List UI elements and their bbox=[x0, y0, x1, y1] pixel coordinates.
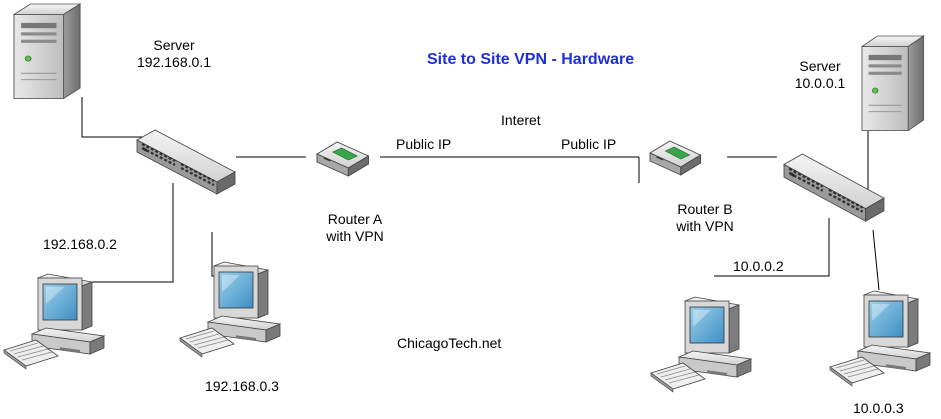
server-b-icon bbox=[861, 35, 925, 132]
link-switch-a-pc1 bbox=[90, 183, 174, 283]
diagram-title: Site to Site VPN - Hardware bbox=[427, 51, 635, 68]
link-switch-b-pc1 bbox=[714, 218, 830, 277]
connection-lines bbox=[81, 97, 880, 291]
workstation-b2-icon bbox=[829, 290, 931, 387]
switch-b-icon bbox=[782, 152, 886, 223]
pc-a1-ip: 192.168.0.2 bbox=[43, 236, 117, 252]
server-b-label: Server 10.0.0.1 bbox=[778, 58, 862, 92]
router-b-icon bbox=[649, 140, 702, 176]
link-server-a-switch-a bbox=[81, 97, 145, 138]
server-a-name: Server bbox=[153, 37, 195, 53]
server-a-ip: 192.168.0.1 bbox=[137, 54, 211, 70]
switch-a-icon bbox=[135, 128, 237, 196]
router-a-vpn: with VPN bbox=[326, 228, 384, 244]
router-a-icon bbox=[316, 141, 370, 177]
router-b-name: Router B bbox=[677, 201, 733, 217]
server-b-ip: 10.0.0.1 bbox=[794, 75, 846, 91]
router-a-name: Router A bbox=[327, 211, 383, 227]
workstation-a1-icon bbox=[3, 273, 105, 370]
link-switch-b-pc2 bbox=[872, 229, 880, 291]
pc-b2-ip: 10.0.0.3 bbox=[853, 400, 904, 416]
internet-label: Interet bbox=[501, 112, 541, 128]
public-ip-b-label: Public IP bbox=[561, 136, 617, 152]
pc-b1-ip: 10.0.0.2 bbox=[733, 258, 784, 274]
server-b-name: Server bbox=[799, 58, 841, 74]
router-b-label: Router B with VPN bbox=[660, 201, 750, 235]
public-ip-a-label: Public IP bbox=[396, 136, 452, 152]
server-a-icon bbox=[13, 3, 81, 100]
footer-credit: ChicagoTech.net bbox=[397, 335, 502, 351]
router-a-label: Router A with VPN bbox=[310, 211, 400, 245]
workstation-a2-icon bbox=[179, 261, 281, 358]
server-a-label: Server 192.168.0.1 bbox=[124, 37, 224, 71]
pc-a2-ip: 192.168.0.3 bbox=[205, 378, 279, 394]
workstation-b1-icon bbox=[650, 296, 752, 393]
router-b-vpn: with VPN bbox=[676, 218, 734, 234]
